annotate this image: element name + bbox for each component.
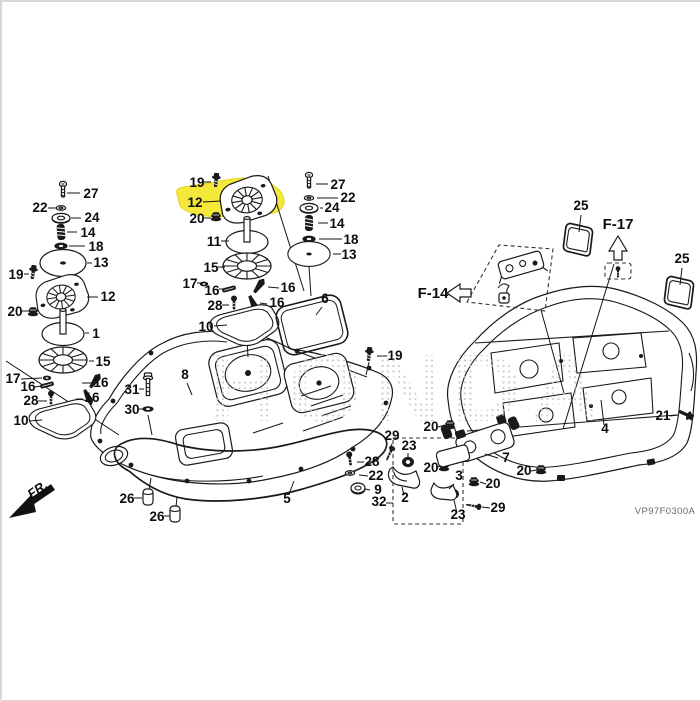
- part-callout-16: 16: [20, 379, 36, 394]
- part-callout-27: 27: [83, 186, 98, 201]
- ref-f17-label: F-17: [603, 216, 634, 233]
- part-14-spring: [56, 224, 65, 241]
- part-callout-26: 26: [119, 491, 135, 506]
- ref-f14-label: F-14: [418, 285, 450, 302]
- part-callout-12: 12: [100, 289, 115, 304]
- part-callout-17: 17: [182, 276, 197, 291]
- part-callout-14: 14: [329, 216, 345, 231]
- part-callout-25: 25: [674, 251, 690, 266]
- part-callout-24: 24: [324, 200, 340, 215]
- part-callout-10: 10: [13, 413, 28, 428]
- part-callout-2: 2: [401, 490, 409, 505]
- part-callout-23: 23: [450, 507, 466, 522]
- part-callout-14: 14: [80, 225, 96, 240]
- part-30-washer: [142, 406, 153, 412]
- part-callout-16: 16: [93, 375, 109, 390]
- part-13-disc: [288, 242, 330, 267]
- part-callout-28: 28: [207, 298, 223, 313]
- part-callout-16: 16: [204, 283, 220, 298]
- part-callout-13: 13: [341, 247, 357, 262]
- part-17-washer: [43, 376, 51, 381]
- part-callout-15: 15: [95, 354, 111, 369]
- part-callout-22: 22: [340, 190, 355, 205]
- part-callout-17: 17: [5, 371, 20, 386]
- part-callout-21: 21: [655, 408, 671, 423]
- part-callout-20: 20: [189, 211, 204, 226]
- part-callout-30: 30: [124, 402, 139, 417]
- part-callout-20: 20: [516, 463, 531, 478]
- part-26-bushing: [143, 489, 153, 505]
- diagram-code: VP97F0300A: [635, 506, 696, 517]
- part-callout-25: 25: [573, 198, 589, 213]
- part-callout-20: 20: [485, 476, 500, 491]
- part-callout-18: 18: [88, 239, 104, 254]
- part-callout-22: 22: [32, 200, 47, 215]
- part-callout-10: 10: [198, 319, 213, 334]
- part-13-disc: [40, 250, 86, 277]
- part-callout-28: 28: [364, 454, 380, 469]
- part-22-washer: [345, 471, 354, 476]
- part-15-toothed-ring: [223, 253, 271, 279]
- part-callout-26: 26: [149, 509, 165, 524]
- part-callout-20: 20: [7, 304, 22, 319]
- part-14-spring: [305, 215, 313, 231]
- part-callout-15: 15: [203, 260, 219, 275]
- part-callout-8: 8: [181, 367, 189, 382]
- part-callout-13: 13: [93, 255, 109, 270]
- part-callout-1: 1: [92, 326, 100, 341]
- part-callout-12: 12: [187, 195, 202, 210]
- part-22-washer: [304, 196, 313, 201]
- part-callout-22: 22: [368, 468, 383, 483]
- part-24-washer-disc: [52, 213, 70, 223]
- part-26-bushing: [170, 506, 180, 522]
- part-callout-28: 28: [23, 393, 39, 408]
- part-15-toothed-ring: [39, 347, 87, 373]
- part-18-washer: [54, 243, 67, 250]
- part-callout-16: 16: [269, 295, 285, 310]
- part-callout-7: 7: [502, 450, 510, 465]
- part-callout-24: 24: [84, 210, 100, 225]
- part-callout-19: 19: [189, 175, 204, 190]
- part-callout-11: 11: [207, 234, 222, 249]
- part-callout-5: 5: [283, 491, 291, 506]
- part-callout-19: 19: [8, 267, 23, 282]
- part-callout-31: 31: [124, 382, 140, 397]
- part-callout-16: 16: [280, 280, 296, 295]
- part-callout-18: 18: [343, 232, 359, 247]
- part-callout-3: 3: [455, 468, 463, 483]
- part-callout-20: 20: [423, 460, 438, 475]
- part-22-washer: [56, 206, 65, 211]
- part-23-grommet: [402, 457, 414, 467]
- part-callout-16: 16: [84, 390, 100, 405]
- part-9-cap: [351, 483, 365, 494]
- watermark: HONDA: [208, 335, 610, 442]
- part-callout-29: 29: [490, 500, 505, 515]
- part-callout-9: 9: [374, 482, 382, 497]
- part-callout-6: 6: [321, 291, 329, 306]
- part-24-washer-disc: [300, 203, 318, 213]
